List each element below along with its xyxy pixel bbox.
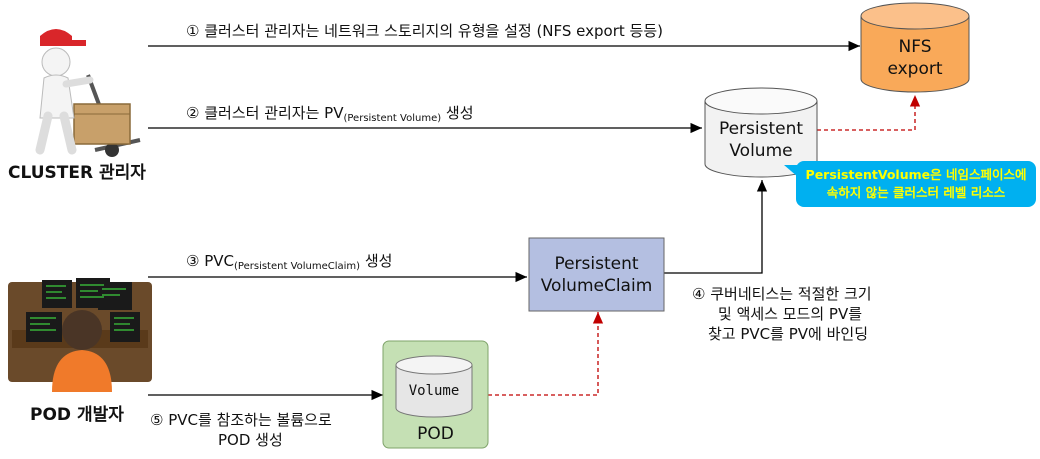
- step4-line3: 찾고 PVC를 PV에 바인딩: [708, 325, 868, 343]
- step1-text: 클러스터 관리자는 네트워크 스토리지의 유형을 설정 (NFS export …: [204, 22, 663, 40]
- step1-number: ①: [186, 22, 200, 40]
- step5-label: ⑤ PVC를 참조하는 볼륨으로 POD 생성: [150, 410, 332, 450]
- pvc-line1: Persistent: [554, 253, 639, 274]
- persistent-volume-node: [704, 87, 818, 178]
- pvc-node: [528, 237, 665, 312]
- step2-number: ②: [186, 104, 200, 122]
- pod-developer-icon: [8, 278, 152, 392]
- pv-line2: Volume: [729, 141, 793, 161]
- step5-line1: PVC를 참조하는 볼륨으로: [168, 411, 332, 429]
- volume-label: Volume: [408, 383, 460, 399]
- step5-line2: POD 생성: [218, 431, 283, 449]
- nfs-node-label: NFS export: [861, 30, 969, 86]
- cluster-level-callout: PersistentVolume은 네임스페이스에 속하지 않는 클러스터 레벨…: [784, 161, 1036, 207]
- callout-line1: PersistentVolume은 네임스페이스에: [805, 167, 1027, 182]
- step3-subscript: (Persistent VolumeClaim): [234, 261, 361, 272]
- pod-to-pvc-link: [488, 312, 604, 396]
- pod-label: POD: [417, 424, 454, 444]
- step2-subscript: (Persistent Volume): [343, 113, 442, 124]
- pv-line1: Persistent: [718, 119, 804, 139]
- callout-line2: 속하지 않는 클러스터 레벨 리소스: [826, 185, 1006, 200]
- step3-text: PVC: [204, 252, 235, 270]
- arrow-step4: [664, 180, 768, 274]
- step4-line2: 및 액세스 모드의 PV를: [718, 305, 863, 323]
- nfs-line1: NFS: [898, 37, 932, 57]
- nfs-line2: export: [887, 59, 943, 79]
- pvc-node-label: Persistent VolumeClaim: [529, 238, 664, 311]
- cluster-admin-icon: [35, 29, 141, 157]
- volume-cylinder-icon: [395, 355, 473, 418]
- step4-number: ④: [692, 285, 706, 303]
- step2-label: ② 클러스터 관리자는 PV(Persistent Volume) 생성: [186, 104, 474, 128]
- pvc-line2: VolumeClaim: [540, 275, 653, 296]
- step5-number: ⑤: [150, 411, 164, 429]
- nfs-export-node: [860, 2, 970, 93]
- pv-node-label: Persistent Volume: [705, 114, 817, 166]
- step4-line1: 쿠버네티스는 적절한 크기: [710, 285, 872, 303]
- pv-to-nfs-link: [817, 95, 921, 131]
- step3-suffix: 생성: [360, 252, 393, 270]
- step3-number: ③: [186, 252, 200, 270]
- cluster-admin-label: CLUSTER 관리자: [8, 163, 146, 183]
- step2-suffix: 생성: [441, 104, 474, 122]
- step3-label: ③ PVC(Persistent VolumeClaim) 생성: [186, 252, 392, 276]
- step2-text: 클러스터 관리자는 PV: [204, 104, 344, 122]
- step4-label: ④ 쿠버네티스는 적절한 크기 및 액세스 모드의 PV를 찾고 PVC를 PV…: [692, 284, 872, 344]
- step1-label: ① 클러스터 관리자는 네트워크 스토리지의 유형을 설정 (NFS expor…: [186, 22, 663, 40]
- pod-developer-label: POD 개발자: [30, 405, 124, 425]
